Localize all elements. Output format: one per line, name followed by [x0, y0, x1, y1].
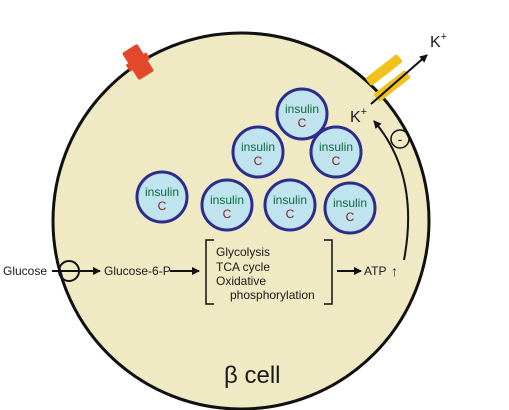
c-peptide-label: C — [346, 210, 355, 224]
k-inside-label: K+ — [350, 106, 367, 126]
granule-vesicle — [309, 125, 363, 179]
glucose-label: Glucose — [3, 264, 47, 278]
k-outside-label: K+ — [430, 31, 447, 51]
inhibit-sign: - — [398, 131, 403, 147]
c-peptide-label: C — [286, 207, 295, 221]
granule-vesicle — [135, 170, 189, 224]
atp-label: ATP — [364, 264, 386, 278]
granule-vesicle — [231, 125, 285, 179]
c-peptide-label: C — [332, 154, 341, 168]
k-efflux-arrow — [370, 54, 428, 105]
c-peptide-label: C — [158, 199, 167, 213]
glycolysis-label: Glycolysis — [216, 245, 270, 259]
oxidative-label: Oxidative — [216, 274, 266, 288]
phosphorylation-label: phosphorylation — [230, 288, 315, 302]
granule-vesicle — [275, 87, 329, 141]
tca-cycle-label: TCA cycle — [216, 260, 270, 274]
insulin-label: insulin — [241, 140, 275, 154]
insulin-label: insulin — [285, 102, 319, 116]
metabolism-bracket-right — [324, 239, 333, 305]
granule-vesicle — [263, 178, 317, 232]
cell-label: β cell — [224, 362, 280, 389]
atp-increase-arrow: ↑ — [391, 263, 398, 279]
granule-vesicle — [323, 181, 377, 235]
insulin-label: insulin — [273, 193, 307, 207]
c-peptide-label: C — [298, 116, 307, 130]
insulin-label: insulin — [145, 185, 179, 199]
c-peptide-label: C — [223, 207, 232, 221]
insulin-label: insulin — [333, 196, 367, 210]
glucose-transporter-icon — [122, 44, 154, 80]
granule-vesicle — [200, 178, 254, 232]
glucose-6-p-label: Glucose-6-P — [104, 264, 171, 278]
atp-inhibition-arrow — [373, 120, 410, 261]
insulin-label: insulin — [319, 140, 353, 154]
metabolism-bracket-left — [205, 239, 214, 305]
inhibit-sign-circle — [390, 129, 410, 149]
c-peptide-label: C — [254, 154, 263, 168]
insulin-label: insulin — [210, 193, 244, 207]
